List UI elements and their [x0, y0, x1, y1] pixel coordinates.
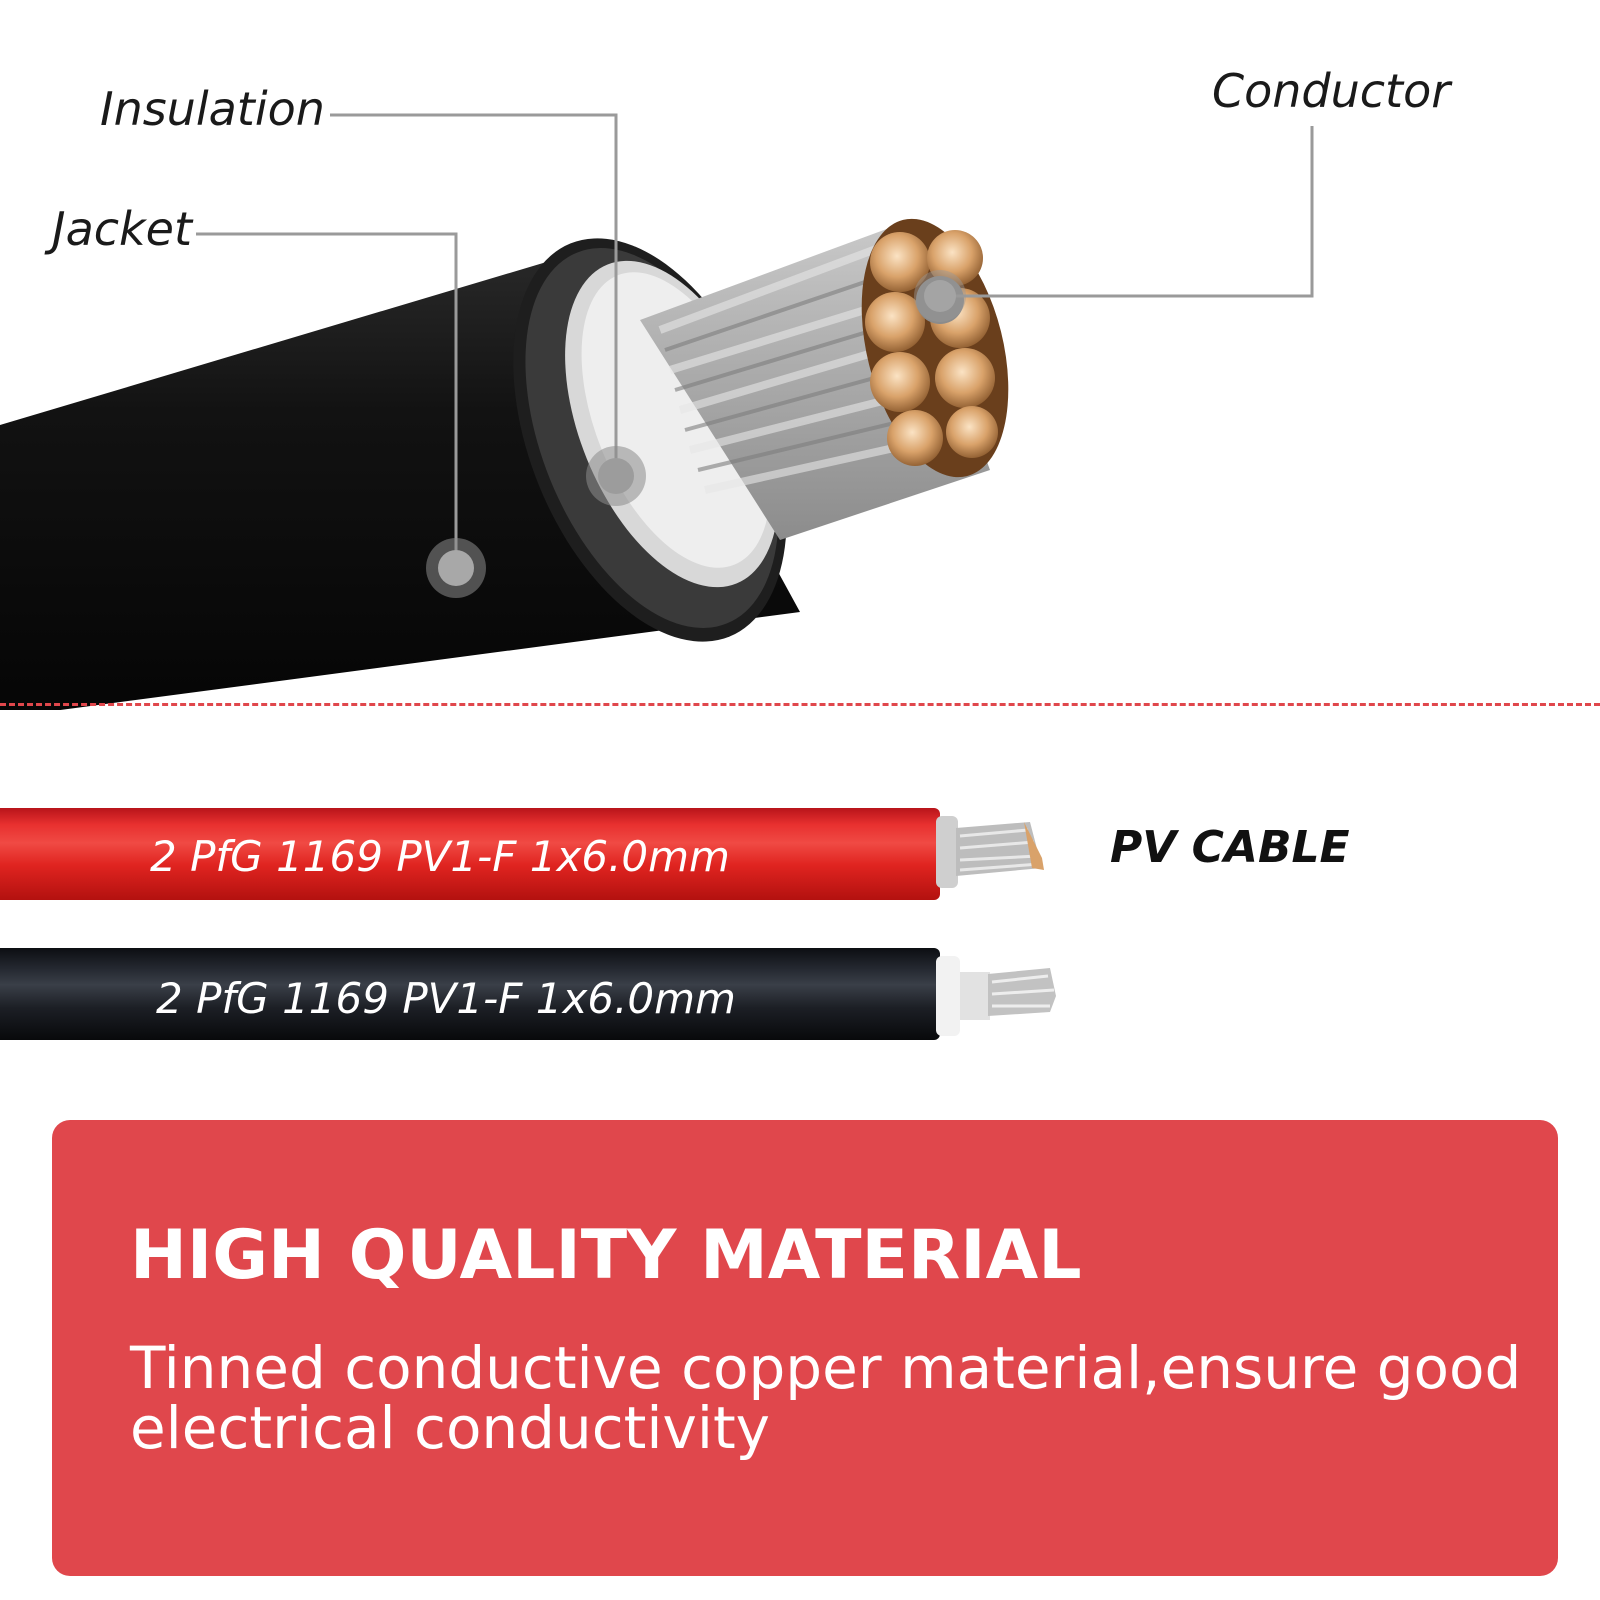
black-pv-cable [0, 948, 940, 1040]
conductor-label: Conductor [1212, 64, 1451, 118]
cable-stripped-ends [936, 816, 1056, 1036]
feature-description: Tinned conductive copper material,ensure… [130, 1334, 1522, 1462]
insulation-label: Insulation [100, 82, 325, 136]
red-cable-marking: 2 PfG 1169 PV1-F 1x6.0mm [150, 832, 730, 881]
callout-leader-lines [196, 113, 1314, 568]
cable-cross-section-illustration [0, 113, 1314, 710]
callout-markers [426, 270, 966, 598]
pv-cable-label: PV CABLE [1110, 822, 1350, 873]
jacket-label: Jacket [52, 202, 193, 256]
copper-conductor-end [861, 218, 1009, 478]
feature-card: HIGH QUALITY MATERIAL Tinned conductive … [52, 1120, 1558, 1576]
feature-title: HIGH QUALITY MATERIAL [130, 1216, 1082, 1295]
red-pv-cable [0, 808, 940, 900]
dashed-separator [0, 703, 1600, 706]
black-cable-marking: 2 PfG 1169 PV1-F 1x6.0mm [156, 974, 736, 1023]
